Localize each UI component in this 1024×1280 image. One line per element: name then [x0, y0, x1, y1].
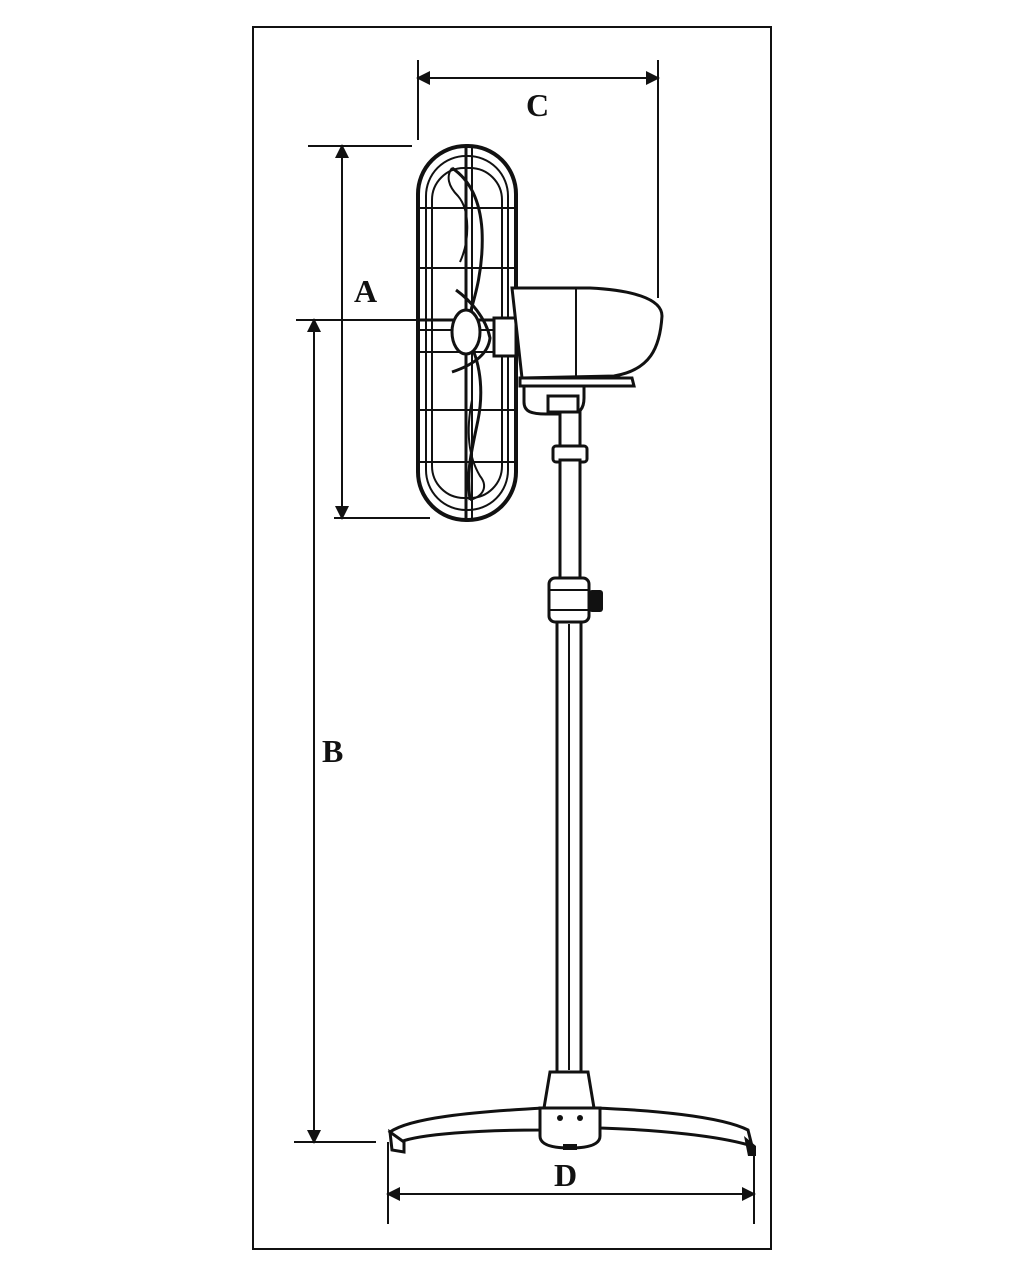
- dimension-c: C: [416, 60, 660, 298]
- dimension-b: B: [294, 318, 376, 1144]
- dimension-label-a: A: [354, 273, 377, 309]
- fan-guard: [416, 144, 518, 522]
- fan-pole-lower: [555, 620, 583, 1074]
- diagram-border: [252, 26, 772, 1250]
- dimension-a: A: [296, 144, 430, 520]
- fan-stem-upper: [551, 410, 589, 582]
- height-adjust-knob: [547, 576, 603, 624]
- dimension-label-c: C: [526, 87, 549, 123]
- dimension-d: D: [386, 1142, 756, 1224]
- dimension-label-d: D: [554, 1157, 577, 1193]
- pedestal-fan-illustration: [387, 144, 756, 1156]
- dimension-label-b: B: [322, 733, 343, 769]
- motor-housing: [510, 286, 664, 416]
- fan-base: [387, 1070, 756, 1156]
